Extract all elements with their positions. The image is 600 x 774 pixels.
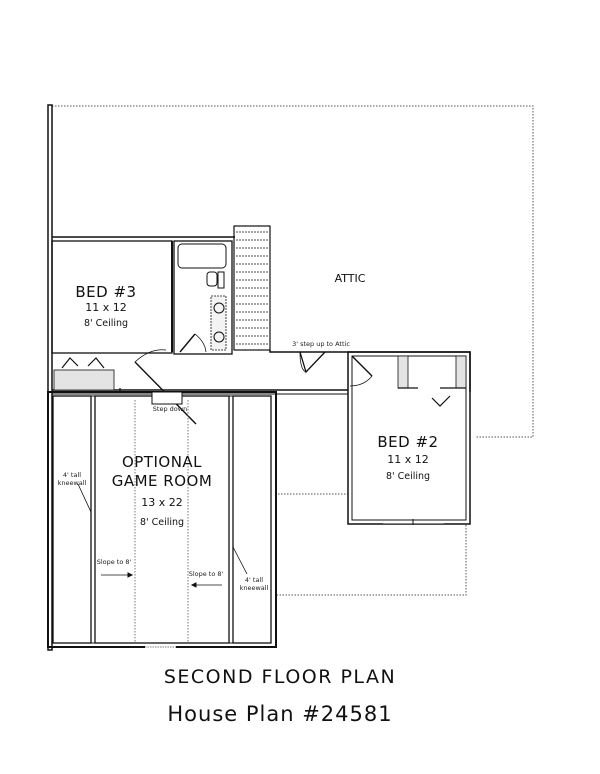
kneewall-left-line2: kneewall (57, 479, 87, 487)
plan-subtitle: House Plan #24581 (167, 702, 393, 726)
game-room-ceiling: 8' Ceiling (139, 517, 185, 528)
bed3-ceiling: 8' Ceiling (83, 318, 129, 329)
plan-title: SECOND FLOOR PLAN (163, 666, 397, 688)
bed2-ceiling: 8' Ceiling (385, 471, 431, 482)
kneewall-left-line1: 4' tall (62, 471, 82, 479)
bed3-dims: 11 x 12 (85, 301, 127, 314)
game-room-name-line2: GAME ROOM (111, 472, 213, 490)
attic-step-note: 3' step up to Attic (292, 340, 350, 348)
bed2-dims: 11 x 12 (387, 453, 429, 466)
game-room-name-line1: OPTIONAL (121, 453, 203, 471)
walls (47, 104, 471, 651)
bed2-name: BED #2 (377, 433, 439, 451)
bed3-name: BED #3 (75, 283, 137, 301)
attic-label: ATTIC (334, 272, 366, 285)
kneewall-right-line1: 4' tall (244, 576, 264, 584)
slope-left-note: Slope to 8' (96, 558, 132, 566)
slope-right-note: Slope to 8' (188, 570, 224, 578)
game-room-dims: 13 x 22 (141, 496, 183, 509)
step-down-note: Step down (152, 405, 188, 413)
kneewall-right-line2: kneewall (239, 584, 269, 592)
